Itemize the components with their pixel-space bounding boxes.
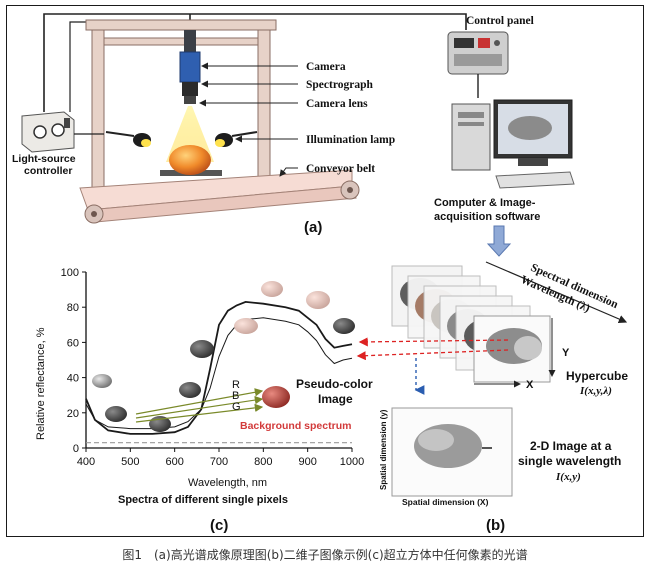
x-tick-labels: 400 500 600 700 800 900 1000 [77, 448, 364, 468]
sample-pixel-icon [234, 318, 258, 334]
light-source-controller [21, 111, 75, 153]
rgb-r-label: R [232, 379, 240, 391]
hypercube-formula: I(x,y,λ) [579, 385, 612, 397]
cube-x-label: X [526, 379, 534, 391]
conveyor-belt-label: Conveyor belt [306, 163, 375, 175]
panel-b-label: (b) [486, 517, 505, 534]
2d-image-formula: I(x,y) [555, 471, 581, 483]
chart-xlabel: Wavelength, nm [188, 477, 267, 489]
background-spectrum-label: Background spectrum [240, 420, 351, 432]
y-tick-label: 0 [73, 443, 79, 455]
sample-pixel-icon [105, 406, 127, 422]
2d-image-title-line1: 2-D Image at a [530, 439, 612, 453]
x-tick-label: 700 [210, 456, 228, 468]
x-tick-label: 600 [165, 456, 183, 468]
spectrum-line-2 [85, 317, 353, 430]
pseudo-color-sample-icon [262, 386, 290, 408]
y-tick-label: 40 [67, 373, 79, 385]
light-source-label-line1: Light-source [12, 153, 76, 165]
hypercube-slices [391, 265, 551, 383]
sample-pixel-icon [333, 318, 355, 334]
sample-pixel-icon [190, 340, 214, 358]
y-tick-labels: 0 20 40 60 80 100 [61, 267, 86, 455]
x-tick-label: 800 [254, 456, 272, 468]
right-lamp-icon [215, 131, 258, 147]
sample-pixel-icon [179, 382, 201, 398]
y-tick-label: 80 [67, 302, 79, 314]
spatial-x-label: Spatial dimension (X) [402, 497, 489, 507]
cube-y-label: Y [562, 347, 570, 359]
pseudo-color-line1: Pseudo-color [296, 377, 373, 391]
spectrum-line-1 [85, 300, 353, 435]
fruit-sample-icon [169, 145, 211, 175]
computer-label-line1: Computer & Image- [434, 197, 536, 209]
panel-c-chart: 0 20 40 60 80 100 400 500 600 700 800 900 1000 Rela… [35, 267, 373, 534]
rgb-b-label: B [232, 390, 239, 402]
x-tick-label: 1000 [340, 456, 364, 468]
panel-a-label: (a) [304, 219, 322, 236]
sample-pixel-icon [92, 374, 112, 388]
pseudo-color-line2: Image [318, 392, 353, 406]
control-panel-label: Control panel [466, 15, 534, 27]
y-tick-label: 60 [67, 337, 79, 349]
hypercube-label: Hypercube [566, 369, 628, 383]
computer-station: Control panel Computer & Image- acquisit… [434, 15, 575, 257]
left-lamp-icon [105, 131, 151, 147]
x-tick-label: 900 [298, 456, 316, 468]
computer-label-line2: acquisition software [434, 211, 540, 223]
y-tick-label: 100 [61, 267, 79, 279]
spectra-lines [85, 300, 353, 444]
spatial-y-label: Spatial dimension (y) [379, 409, 388, 490]
control-panel-icon [447, 31, 509, 75]
figure-caption: 图1 (a)高光谱成像原理图(b)二维子图像示例(c)超立方体中任何像素的光谱 [122, 548, 528, 562]
spectrograph-label: Spectrograph [306, 79, 373, 91]
illumination-lamp-label: Illumination lamp [306, 134, 395, 146]
x-tick-label: 500 [121, 456, 139, 468]
camera-label: Camera [306, 61, 346, 73]
panel-b-hypercube: Spectral dimension Wavelength (λ) Y X Hy… [356, 261, 628, 534]
panel-c-label: (c) [210, 517, 228, 534]
sample-pixel-icon [261, 281, 283, 297]
chart-subtitle: Spectra of different single pixels [118, 494, 288, 506]
chart-ylabel: Relative reflectance, % [35, 327, 47, 440]
sample-pixel-icon [306, 291, 330, 309]
rgb-g-label: G [232, 401, 241, 413]
camera-lens-label: Camera lens [306, 98, 368, 110]
x-tick-label: 400 [77, 456, 95, 468]
light-source-label-line2: controller [24, 165, 72, 177]
y-tick-label: 20 [67, 408, 79, 420]
panel-a-setup: Camera Spectrograph Camera lens Illumina… [12, 13, 467, 236]
2d-image-title-line2: single wavelength [518, 454, 621, 468]
